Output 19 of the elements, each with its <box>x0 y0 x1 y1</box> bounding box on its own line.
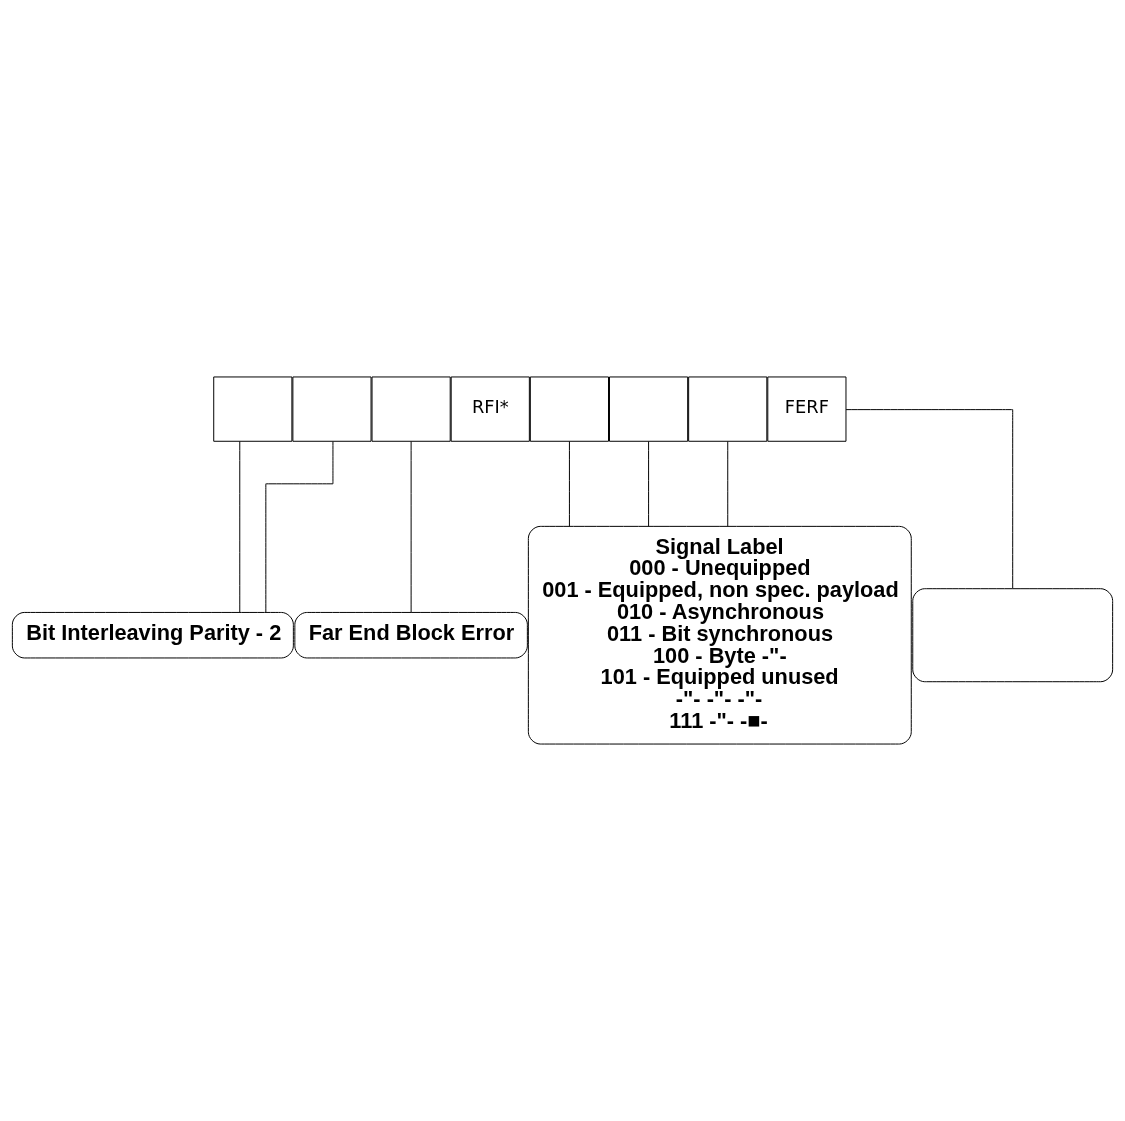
connector <box>727 441 729 527</box>
node-box: FERF <box>767 376 847 442</box>
node-box <box>213 376 293 442</box>
node-box <box>371 376 451 442</box>
connector <box>648 441 650 527</box>
connector <box>845 409 1014 589</box>
connector <box>239 441 241 613</box>
node-box: Far End Block Error <box>294 611 528 659</box>
node-box: RFI* <box>450 376 530 442</box>
connector <box>568 441 570 527</box>
connector <box>410 441 412 613</box>
node-box <box>292 376 372 442</box>
node-box <box>912 588 1114 683</box>
connector <box>265 441 334 613</box>
node-box <box>609 376 689 442</box>
node-box <box>529 376 609 442</box>
node-box: Signal Label 000 - Unequipped 001 - Equipped, non spec. payload 010 - Asynchronous 011 - Bit synchronous 100 - Byte -"- 101 - Equipped unused -"- -"- -"- 111 -"- -■- <box>527 525 912 745</box>
node-box <box>688 376 768 442</box>
node-box: Bit Interleaving Parity - 2 <box>11 611 294 659</box>
